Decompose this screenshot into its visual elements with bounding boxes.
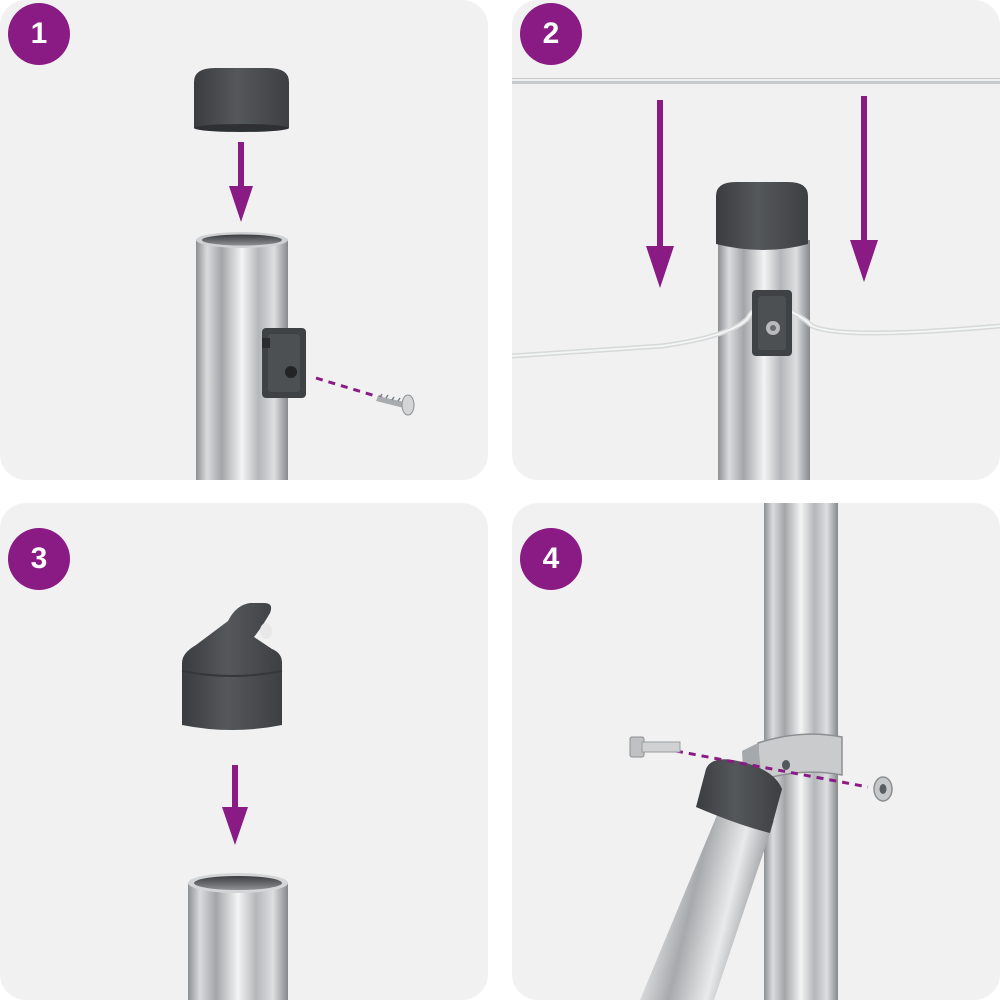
bolt-icon xyxy=(629,736,681,758)
pole-icon xyxy=(188,873,288,1000)
step-3-panel: 3 xyxy=(0,503,488,1000)
arrow-down-icon xyxy=(646,100,674,288)
step-number-badge: 1 xyxy=(8,3,70,65)
step-1-panel: 1 xyxy=(0,0,488,480)
wire-icon xyxy=(512,78,1000,84)
arrow-down-icon xyxy=(229,142,253,222)
eyelet-cap-icon xyxy=(181,603,283,730)
wire-clip-icon xyxy=(262,328,306,398)
pole-icon xyxy=(718,240,810,480)
arrow-down-icon xyxy=(222,765,248,845)
step-4-illustration xyxy=(629,503,893,1000)
step-2-illustration xyxy=(512,78,1000,480)
step-2-panel: 2 xyxy=(512,0,1000,480)
step-number-badge: 4 xyxy=(520,528,582,590)
step-number-badge: 2 xyxy=(520,3,582,65)
arrow-down-icon xyxy=(850,96,878,282)
wire-clip-icon xyxy=(752,290,792,356)
brace-icon xyxy=(640,759,782,1000)
screw-icon xyxy=(376,393,415,416)
step-3-illustration xyxy=(181,603,288,1000)
cap-icon xyxy=(716,182,808,250)
step-number-badge: 3 xyxy=(8,528,70,590)
step-4-panel: 4 xyxy=(512,503,1000,1000)
cap-icon xyxy=(194,68,289,132)
step-1-illustration xyxy=(194,68,415,480)
nut-icon xyxy=(873,776,893,802)
